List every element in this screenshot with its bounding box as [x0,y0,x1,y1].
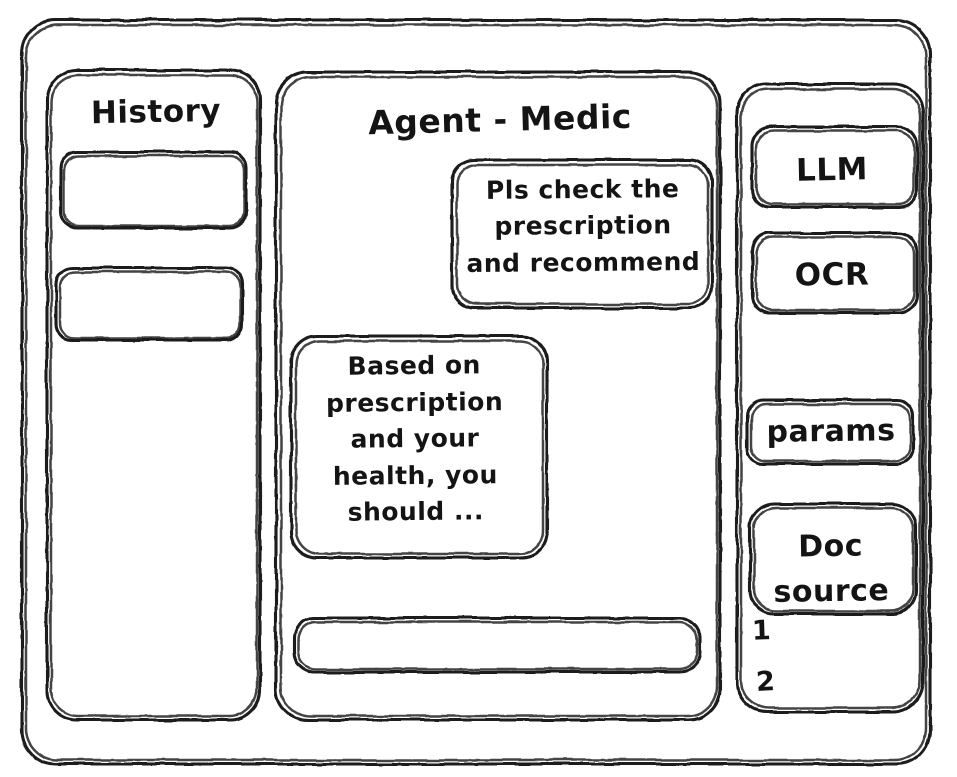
history-item-1[interactable] [61,152,246,228]
tool-llm-button[interactable] [752,127,917,207]
user-message-bubble [452,160,712,308]
tool-ocr-button[interactable] [752,233,917,313]
agent-message-bubble [291,336,547,558]
tool-params-button[interactable] [747,400,913,464]
history-item-2[interactable] [56,268,242,340]
doc-source-button[interactable] [750,504,916,614]
composer-input[interactable] [294,618,700,672]
